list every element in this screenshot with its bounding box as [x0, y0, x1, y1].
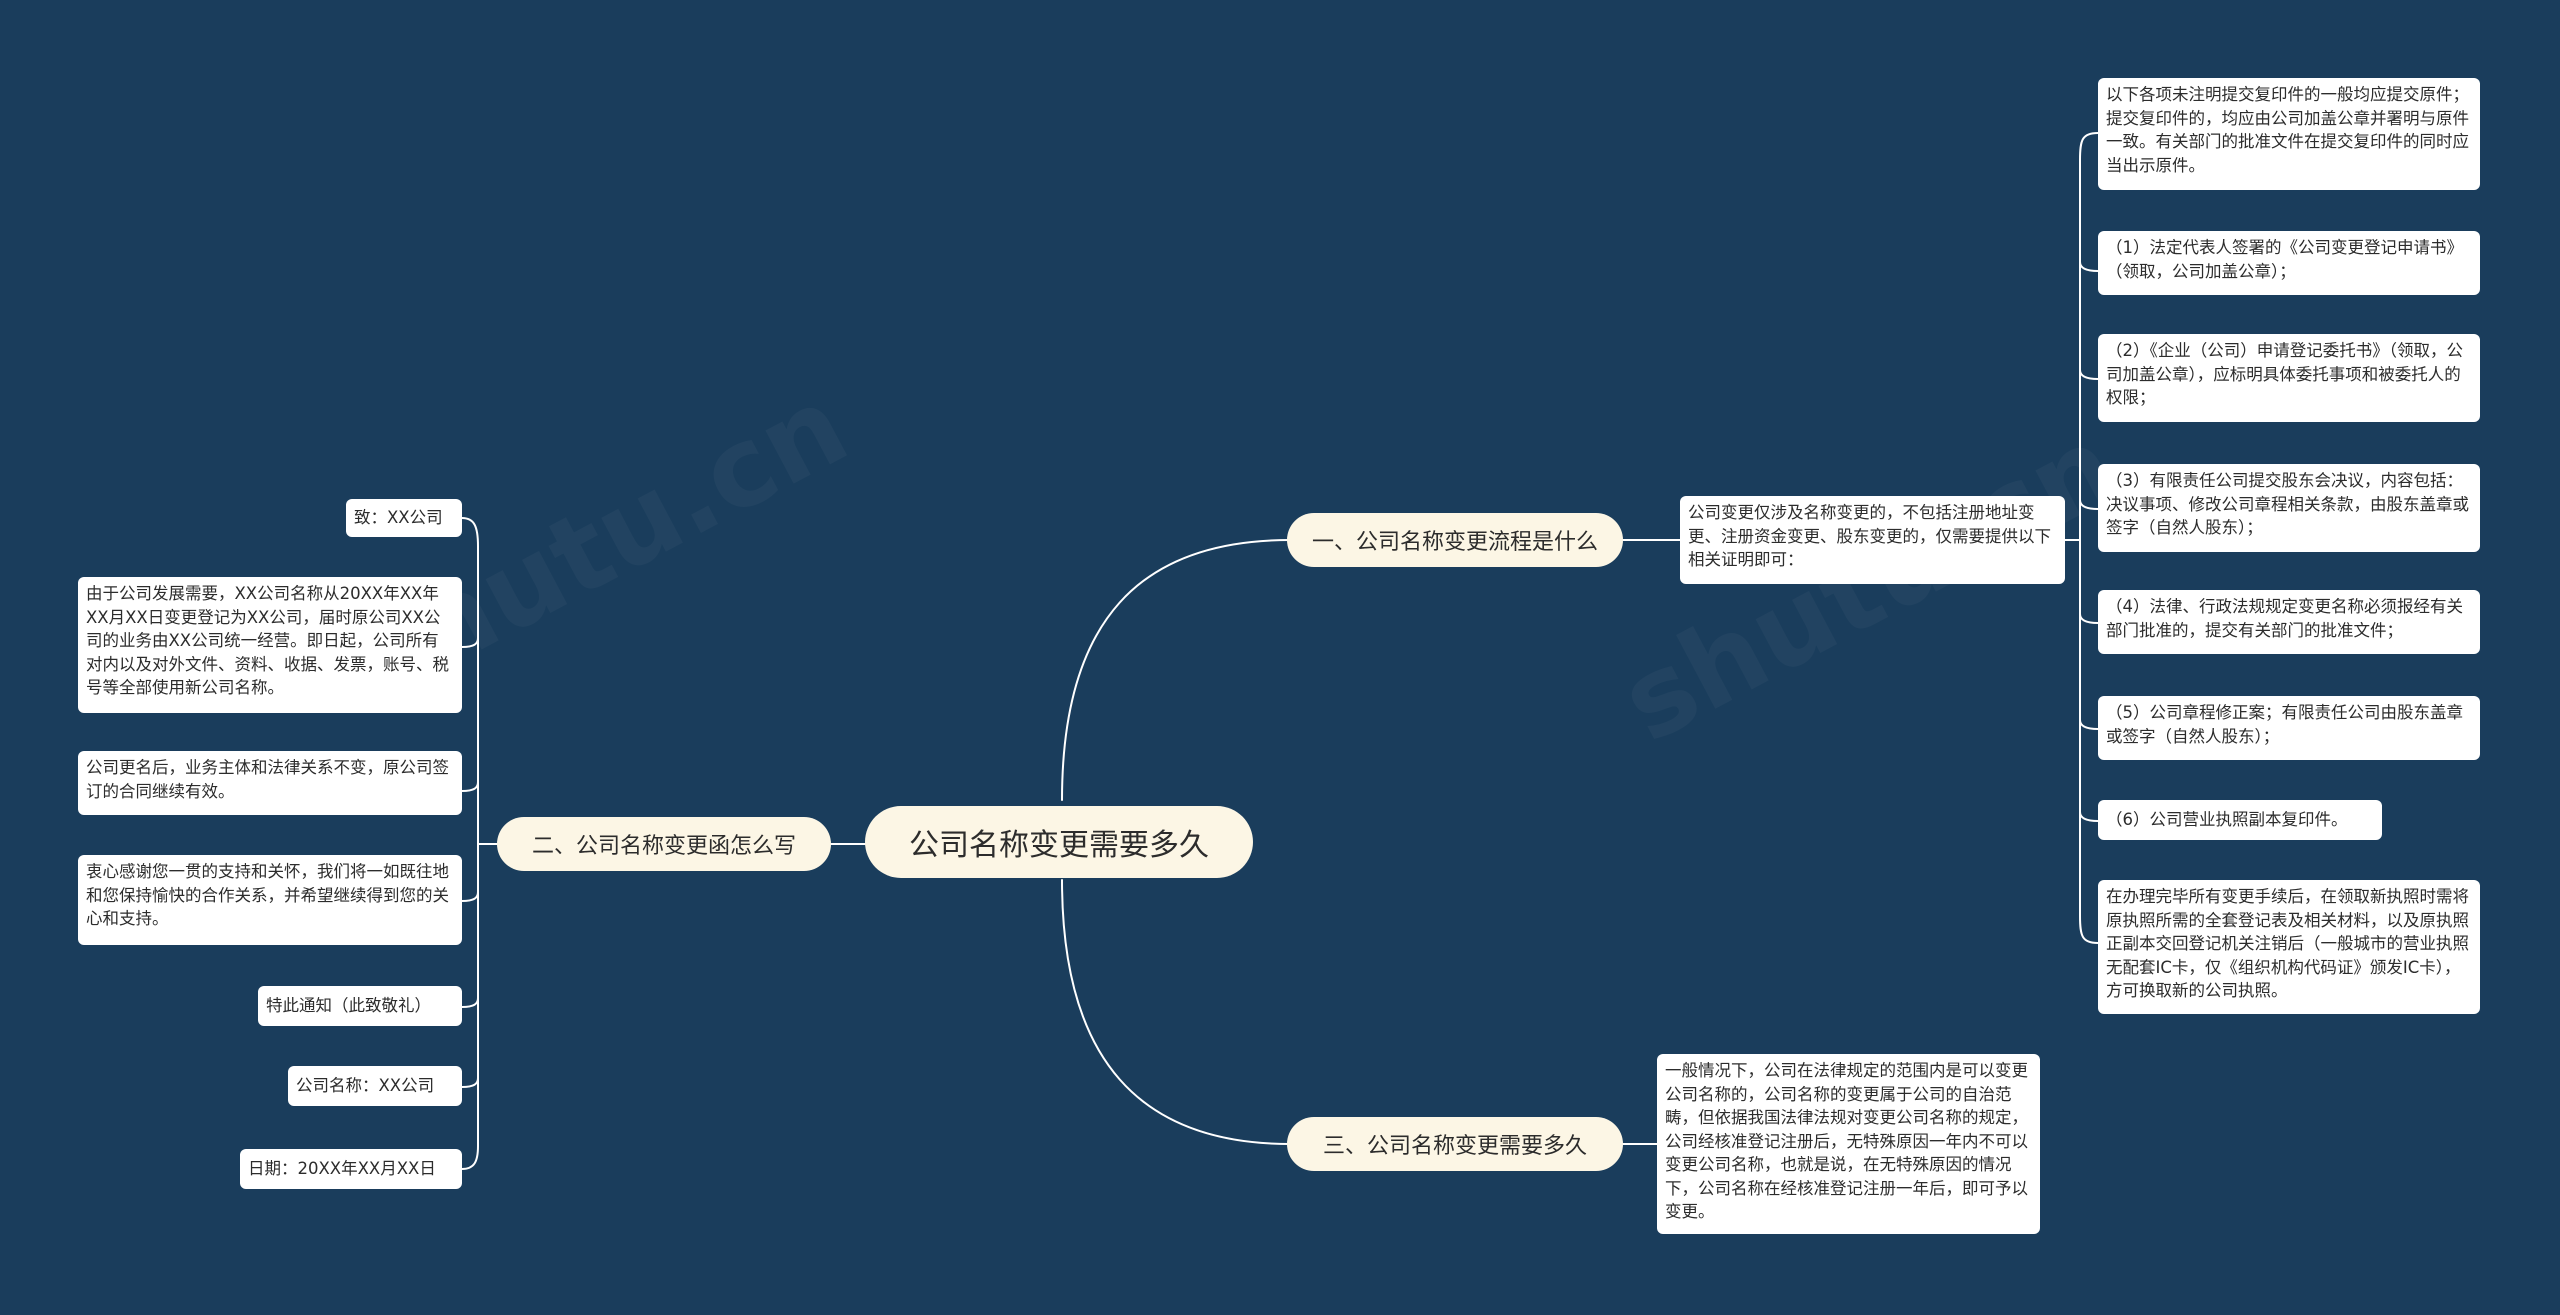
- leaf-text: 衷心感谢您一贯的支持和关怀，我们将一如既往地和您保持愉快的合作关系，并希望继续得…: [86, 862, 449, 928]
- leaf-text: 公司更名后，业务主体和法律关系不变，原公司签订的合同继续有效。: [86, 758, 449, 801]
- leaf-b2-item[interactable]: 日期：20XX年XX月XX日: [240, 1149, 462, 1189]
- leaf-b2-item[interactable]: 致：XX公司: [346, 499, 462, 537]
- branch-node-2[interactable]: 二、公司名称变更函怎么写: [497, 817, 831, 871]
- leaf-text: 在办理完毕所有变更手续后，在领取新执照时需将原执照所需的全套登记表及相关材料，以…: [2106, 887, 2469, 1000]
- tick-b2-4: [461, 997, 479, 1008]
- edge-root-b3: [1061, 879, 1291, 1145]
- tick-b1-3: [2079, 499, 2099, 510]
- leaf-b1-item[interactable]: （1）法定代表人签署的《公司变更登记申请书》（领取，公司加盖公章）；: [2098, 231, 2480, 295]
- leaf-text: （1）法定代表人签署的《公司变更登记申请书》（领取，公司加盖公章）；: [2106, 238, 2463, 281]
- branch-label: 一、公司名称变更流程是什么: [1311, 530, 1598, 555]
- leaf-text: 由于公司发展需要，XX公司名称从20XX年XX年XX月XX日变更登记为XX公司，…: [86, 584, 449, 697]
- tick-b2-2: [461, 781, 479, 792]
- leaf-text: （6）公司营业执照副本复印件。: [2106, 810, 2348, 830]
- tick-b1-2: [2079, 369, 2099, 380]
- leaf-b2-item[interactable]: 衷心感谢您一贯的支持和关怀，我们将一如既往地和您保持愉快的合作关系，并希望继续得…: [78, 855, 462, 945]
- leaf-b1-item[interactable]: 以下各项未注明提交复印件的一般均应提交原件；提交复印件的，均应由公司加盖公章并署…: [2098, 78, 2480, 190]
- leaf-text: 以下各项未注明提交复印件的一般均应提交原件；提交复印件的，均应由公司加盖公章并署…: [2106, 85, 2469, 175]
- leaf-b1-item[interactable]: （4）法律、行政法规规定变更名称必须报经有关部门批准的，提交有关部门的批准文件；: [2098, 590, 2480, 654]
- tick-b1-6: [2079, 811, 2099, 822]
- tick-b2-1: [461, 637, 479, 648]
- leaf-b1-item[interactable]: 在办理完毕所有变更手续后，在领取新执照时需将原执照所需的全套登记表及相关材料，以…: [2098, 880, 2480, 1014]
- leaf-text: （2）《企业（公司）申请登记委托书》（领取，公司加盖公章），应标明具体委托事项和…: [2106, 341, 2463, 407]
- leaf-b2-item[interactable]: 由于公司发展需要，XX公司名称从20XX年XX年XX月XX日变更登记为XX公司，…: [78, 577, 462, 713]
- root-label: 公司名称变更需要多久: [909, 828, 1209, 863]
- leaf-b3-item[interactable]: 一般情况下，公司在法律规定的范围内是可以变更公司名称的，公司名称的变更属于公司的…: [1657, 1054, 2040, 1234]
- leaf-b1-item[interactable]: （5）公司章程修正案；有限责任公司由股东盖章或签字（自然人股东）；: [2098, 696, 2480, 760]
- tick-b1-5: [2079, 719, 2099, 730]
- branch-label: 二、公司名称变更函怎么写: [531, 834, 796, 859]
- leaf-b1-summary[interactable]: 公司变更仅涉及名称变更的，不包括注册地址变更、注册资金变更、股东变更的，仅需要提…: [1680, 496, 2065, 584]
- branch-node-3[interactable]: 三、公司名称变更需要多久: [1287, 1117, 1623, 1171]
- leaf-text: 致：XX公司: [354, 508, 443, 528]
- bracket-b1: [2079, 132, 2099, 944]
- leaf-text: （3）有限责任公司提交股东会决议，内容包括：决议事项、修改公司章程相关条款，由股…: [2106, 471, 2469, 537]
- tick-b2-3: [461, 891, 479, 902]
- bracket-b2: [461, 517, 479, 1170]
- edge-root-b1: [1061, 539, 1291, 801]
- leaf-text: 特此通知（此致敬礼）: [266, 996, 431, 1016]
- leaf-text: （4）法律、行政法规规定变更名称必须报经有关部门批准的，提交有关部门的批准文件；: [2106, 597, 2463, 640]
- leaf-text: 公司变更仅涉及名称变更的，不包括注册地址变更、注册资金变更、股东变更的，仅需要提…: [1688, 503, 2051, 569]
- root-node[interactable]: 公司名称变更需要多久: [865, 806, 1253, 878]
- tick-b2-5: [461, 1077, 479, 1088]
- leaf-b1-item[interactable]: （3）有限责任公司提交股东会决议，内容包括：决议事项、修改公司章程相关条款，由股…: [2098, 464, 2480, 552]
- leaf-b2-item[interactable]: 特此通知（此致敬礼）: [258, 986, 462, 1026]
- tick-b1-4: [2079, 613, 2099, 624]
- leaf-b1-item[interactable]: （6）公司营业执照副本复印件。: [2098, 800, 2382, 840]
- branch-label: 三、公司名称变更需要多久: [1322, 1134, 1587, 1159]
- leaf-b2-item[interactable]: 公司名称：XX公司: [288, 1066, 462, 1106]
- tick-b1-1: [2079, 261, 2099, 272]
- leaf-text: 公司名称：XX公司: [296, 1076, 435, 1096]
- leaf-b1-item[interactable]: （2）《企业（公司）申请登记委托书》（领取，公司加盖公章），应标明具体委托事项和…: [2098, 334, 2480, 422]
- leaf-text: （5）公司章程修正案；有限责任公司由股东盖章或签字（自然人股东）；: [2106, 703, 2463, 746]
- leaf-text: 一般情况下，公司在法律规定的范围内是可以变更公司名称的，公司名称的变更属于公司的…: [1665, 1061, 2028, 1221]
- leaf-b2-item[interactable]: 公司更名后，业务主体和法律关系不变，原公司签订的合同继续有效。: [78, 751, 462, 815]
- leaf-text: 日期：20XX年XX月XX日: [248, 1159, 436, 1179]
- branch-node-1[interactable]: 一、公司名称变更流程是什么: [1287, 513, 1623, 567]
